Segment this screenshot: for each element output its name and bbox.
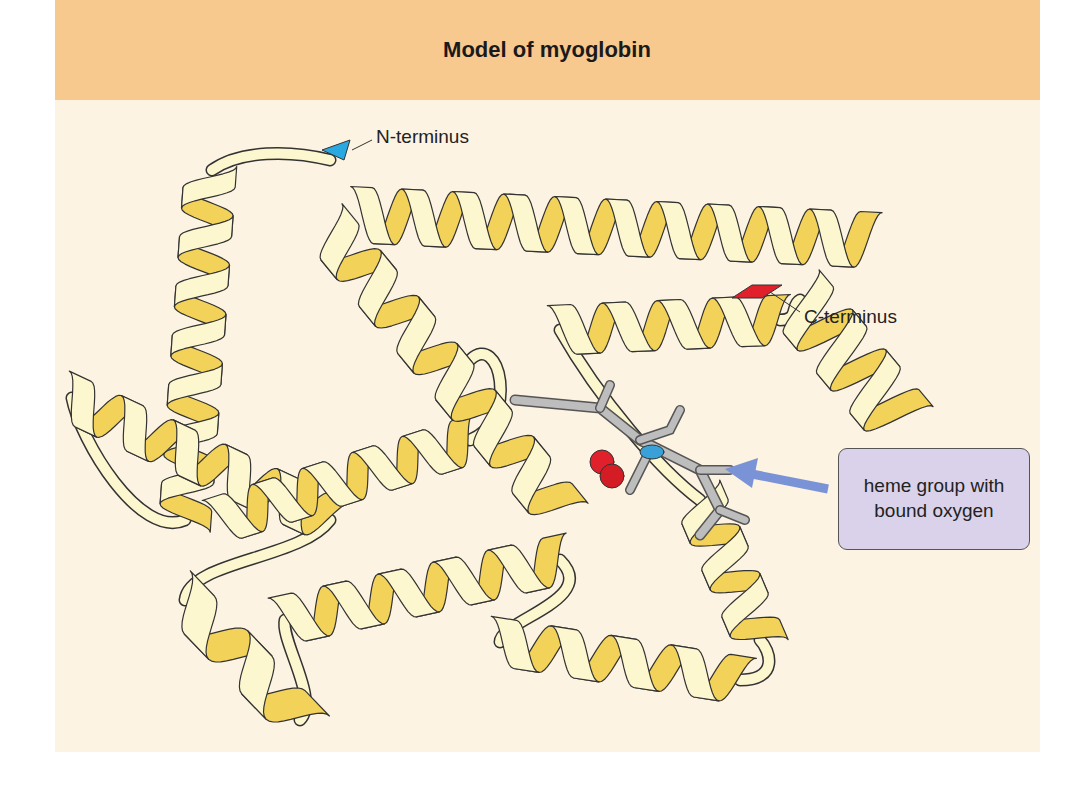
helix-front bbox=[702, 527, 748, 590]
helix-front bbox=[173, 420, 200, 486]
helix-front bbox=[378, 569, 439, 617]
helix-front bbox=[202, 494, 263, 538]
helix-front bbox=[167, 364, 222, 406]
heme-stick bbox=[600, 385, 745, 520]
helix-front bbox=[657, 300, 710, 350]
helix-front bbox=[504, 194, 548, 252]
helix-front bbox=[239, 631, 274, 719]
title-text: Model of myoglobin bbox=[443, 37, 651, 63]
loop-group bbox=[72, 153, 800, 720]
helix-front bbox=[850, 350, 901, 430]
leader-line bbox=[770, 292, 800, 312]
helix-front bbox=[611, 635, 659, 691]
helix-front bbox=[352, 446, 413, 490]
helix-front bbox=[171, 314, 226, 356]
helix-front bbox=[268, 593, 329, 641]
part-label: N-terminus bbox=[376, 126, 469, 148]
helix-front bbox=[606, 199, 650, 257]
helix-front bbox=[512, 437, 551, 513]
oxygen-atom bbox=[600, 464, 624, 488]
heme-outline bbox=[515, 400, 720, 535]
helix-front bbox=[657, 202, 701, 260]
callout-arrow-shaft bbox=[752, 474, 828, 489]
helix-front bbox=[69, 371, 96, 437]
callout-arrow-head bbox=[725, 458, 758, 488]
helix-front bbox=[555, 197, 599, 255]
helix-front bbox=[178, 216, 233, 258]
helix-front bbox=[182, 571, 217, 659]
helix-front bbox=[320, 204, 359, 280]
helix-front bbox=[759, 207, 803, 265]
helix-front bbox=[810, 209, 854, 267]
helix-front bbox=[358, 250, 397, 326]
helix-front bbox=[397, 297, 436, 373]
helix-front bbox=[491, 616, 539, 672]
helix-front bbox=[547, 305, 600, 355]
helix-group bbox=[69, 167, 933, 723]
helix-front bbox=[488, 545, 549, 593]
part-label: C-terminus bbox=[804, 306, 897, 328]
helix-front bbox=[712, 297, 765, 347]
helix-front bbox=[433, 557, 494, 605]
helix-front bbox=[351, 187, 395, 245]
helix-front bbox=[302, 462, 363, 506]
helix-front bbox=[402, 430, 463, 474]
helix-front bbox=[323, 581, 384, 629]
n-terminus-marker bbox=[322, 140, 350, 160]
heme-outline bbox=[600, 385, 745, 520]
helix-front bbox=[708, 204, 752, 262]
heme-group-drawing bbox=[515, 385, 745, 535]
leader-line bbox=[352, 140, 372, 150]
helix-front bbox=[252, 478, 313, 522]
c-terminus-marker bbox=[732, 285, 782, 298]
heme-stick bbox=[515, 400, 720, 535]
iron-atom bbox=[640, 445, 664, 459]
helix-front bbox=[671, 645, 719, 701]
helix-front bbox=[435, 344, 474, 420]
callout-text: heme group with bound oxygen bbox=[851, 474, 1017, 523]
helix-front bbox=[722, 573, 768, 636]
helix-front bbox=[182, 167, 237, 209]
helix-front bbox=[551, 626, 599, 682]
loop-outline bbox=[212, 153, 330, 170]
helix-front bbox=[602, 302, 655, 352]
helix-front bbox=[473, 390, 512, 466]
helix-front bbox=[121, 396, 148, 462]
loop-ribbon bbox=[212, 153, 330, 170]
helix-front bbox=[402, 189, 446, 247]
helix-front bbox=[453, 192, 497, 250]
callout-box: heme group with bound oxygen bbox=[838, 448, 1030, 550]
helix-front bbox=[174, 265, 229, 307]
